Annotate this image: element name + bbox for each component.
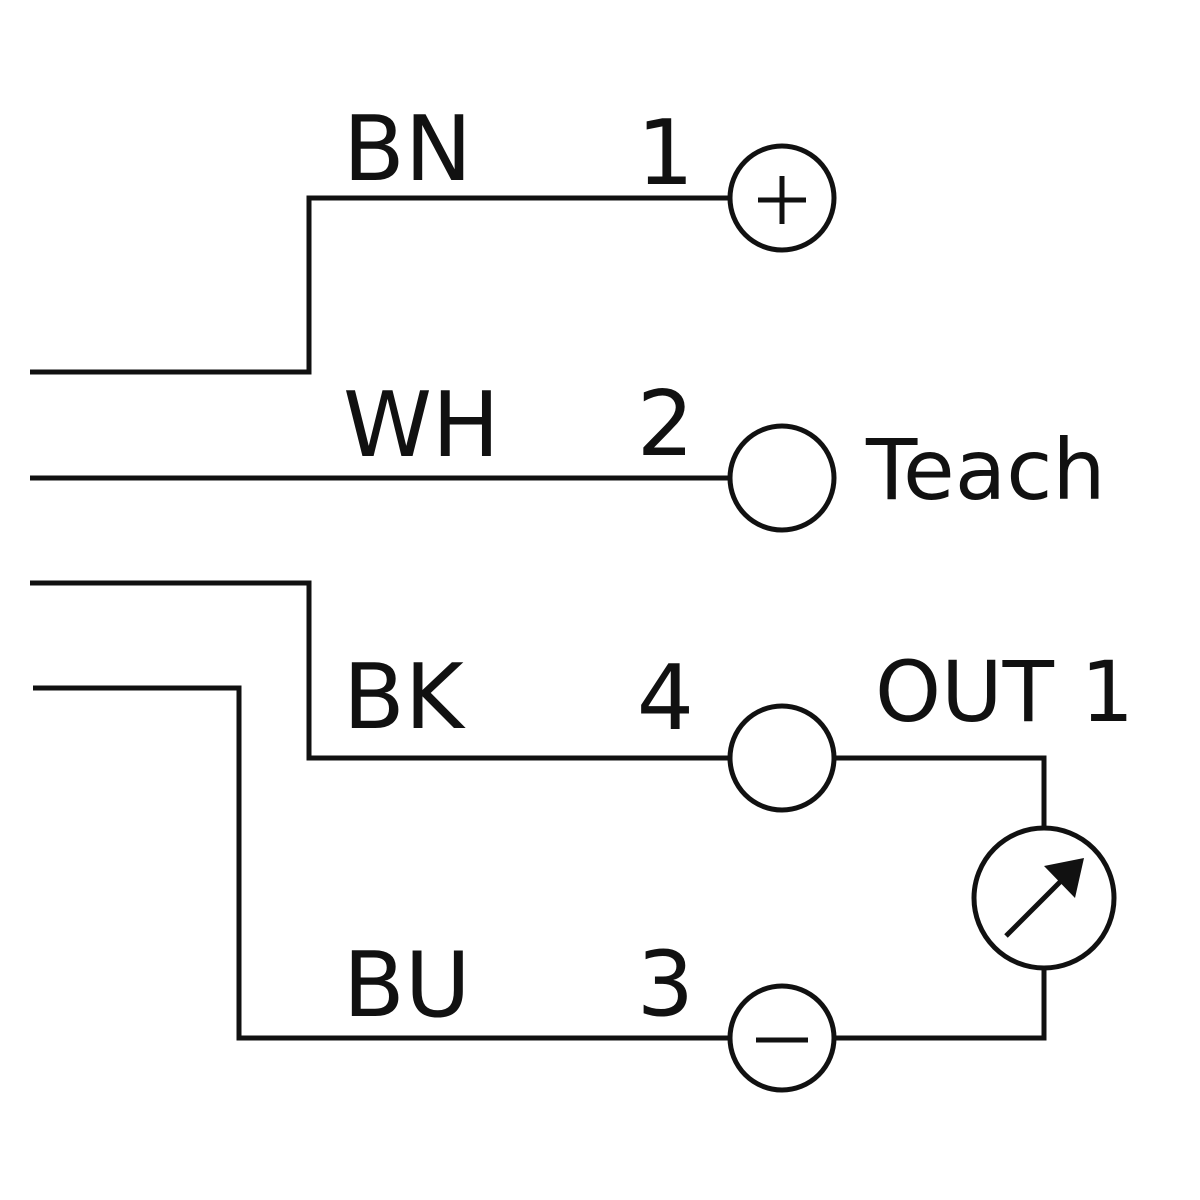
pin-1-number: 1 (637, 101, 694, 206)
plus-icon (758, 176, 806, 224)
terminal-4 (727, 703, 837, 813)
teach-label: Teach (865, 421, 1106, 519)
pin-3-number: 3 (637, 932, 694, 1037)
terminal-3 (727, 983, 837, 1093)
pin-2-number: 2 (637, 372, 694, 477)
wire-bu (33, 685, 730, 1041)
pin-4-number: 4 (637, 646, 694, 751)
wire-bk-label: BK (343, 645, 466, 750)
wire-bk (30, 580, 730, 761)
wire-wh-label: WH (343, 373, 500, 478)
meter-with-arrow-icon (971, 825, 1117, 971)
out1-label: OUT 1 (875, 643, 1134, 741)
wire-load-bottom (834, 968, 1047, 1041)
terminal-1 (727, 143, 837, 253)
wire-bn-label: BN (343, 97, 472, 202)
terminal-2 (727, 423, 837, 533)
wire-bu-label: BU (343, 933, 471, 1038)
wire-bn (30, 195, 730, 375)
wire-load-top (834, 755, 1047, 828)
